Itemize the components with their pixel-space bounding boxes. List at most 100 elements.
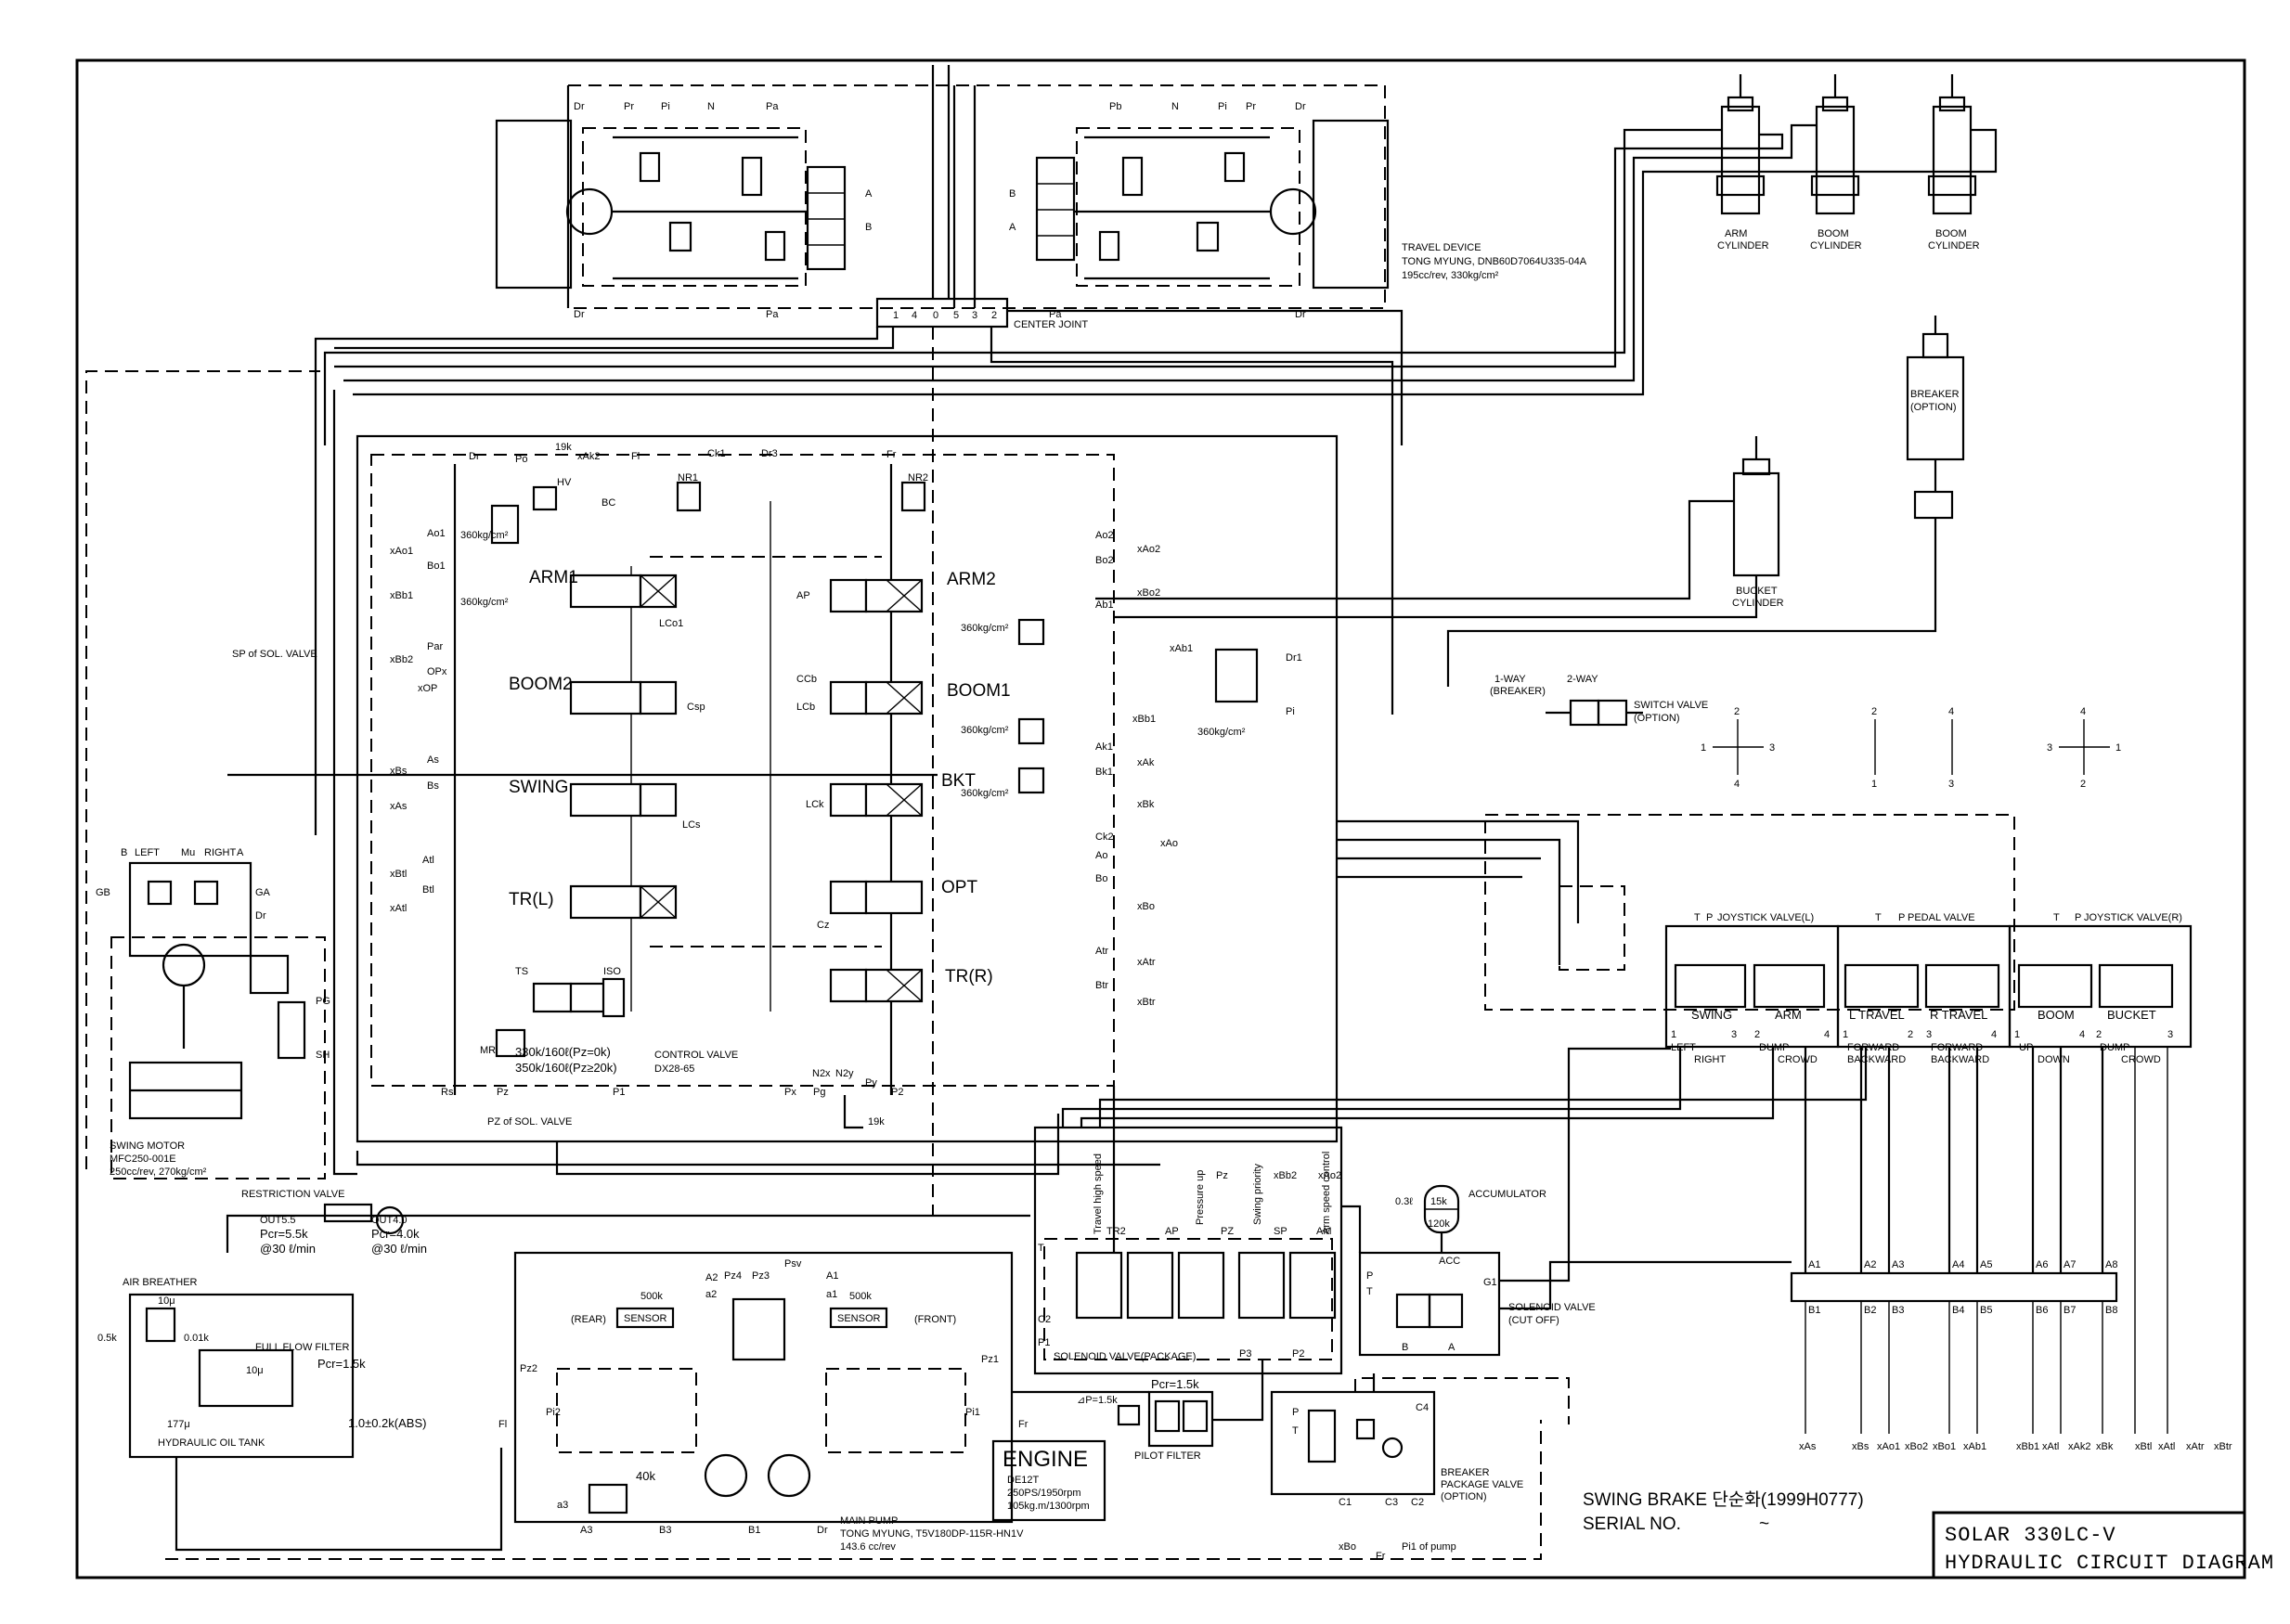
main-pump-labels-5-label: SENSOR bbox=[837, 1313, 881, 1324]
main-pump-labels-1-label: (FRONT) bbox=[914, 1314, 956, 1325]
solenoid-package-ports-9-label: C2 bbox=[1038, 1314, 1051, 1325]
shuttle-block-bottom-6-label: B7 bbox=[2064, 1305, 2076, 1316]
shuttle-block-top-7-label: A8 bbox=[2105, 1259, 2117, 1270]
sp-of-sol-valve-label: SP of SOL. VALVE bbox=[232, 649, 317, 660]
breaker-package-bottom-2-label: Pi1 of pump bbox=[1402, 1541, 1456, 1553]
spool-arm2: ARM2 bbox=[829, 570, 996, 613]
pilot-valves-section-numbers-2-label: 2 bbox=[1754, 1029, 1760, 1040]
spool-swing-label: SWING bbox=[509, 778, 568, 797]
control-valve-internal-labels-24-label: N2x bbox=[812, 1068, 831, 1079]
swing-motor-spec: 250cc/rev, 270kg/cm² bbox=[110, 1166, 207, 1178]
control-valve-internal-labels-13-label: CCb bbox=[796, 674, 817, 685]
control-valve-port-labels-left-4-label: Par bbox=[427, 641, 443, 652]
control-valve-relief-settings-1-label: 360kg/cm² bbox=[460, 597, 509, 608]
bottom-piping bbox=[165, 1047, 1868, 1560]
restriction-valve-out-left-0-label: OUT5.5 bbox=[260, 1215, 296, 1226]
control-valve-port-labels-left-10-label: Bs bbox=[427, 780, 439, 792]
switch-valve-breaker-label: (BREAKER) bbox=[1490, 686, 1546, 697]
center-joint: 1 4 0 5 3 2 CENTER JOINT bbox=[875, 65, 1088, 330]
control-valve-port-labels-right-16-label: Atr bbox=[1095, 946, 1108, 957]
solenoid-package-ports-12-label: P2 bbox=[1292, 1348, 1304, 1360]
accumulator: 0.3ℓ 15k 120k ACCUMULATOR bbox=[1395, 1184, 1546, 1253]
swing-motor: B LEFT Mu RIGHT A GB GA Dr PG SH SWING M… bbox=[96, 847, 330, 1179]
control-valve-internal-labels-18-label: Cz bbox=[817, 920, 829, 931]
tank-pcr-label: Pcr=1.5k bbox=[317, 1357, 366, 1371]
pilot-valves-section-numbers-8-label: 1 bbox=[2014, 1029, 2020, 1040]
pilot-filter-pcr-label: Pcr=1.5k bbox=[1151, 1377, 1199, 1391]
boom-cylinder-1: BOOM CYLINDER bbox=[1810, 74, 1862, 251]
joystick-r-section bbox=[2017, 963, 2174, 1009]
joystick-r-label: JOYSTICK VALVE(R) bbox=[2084, 912, 2182, 923]
shuttle-block-outputs-2-label: xAo1 bbox=[1877, 1441, 1900, 1452]
spool-bkt: BKT bbox=[829, 771, 976, 818]
joystick-patterns-3-left-label: 3 bbox=[2047, 742, 2052, 754]
swing-motor-labels-1-label: LEFT bbox=[135, 847, 160, 858]
cylinders-boom1-1-label: CYLINDER bbox=[1810, 240, 1862, 251]
shuttle-block: A1 A2 A3 A4 A5 A6 A7 A8 B1 B2 B3 B4 B5 B… bbox=[1790, 1047, 2232, 1452]
main-pump-labels-20-label: a3 bbox=[557, 1500, 568, 1511]
control-valve-port-labels-left-13-label: xBtl bbox=[390, 869, 407, 880]
swing-motor-labels-6-label: GA bbox=[255, 887, 271, 898]
solenoid-package-ports-10-label: P1 bbox=[1038, 1337, 1050, 1348]
control-valve-port-labels-right-14-label: Bo bbox=[1095, 873, 1107, 884]
shuttle-outputs: xAs xBs xAo1 xBo2 xBo1 xAb1 xBb1 xAtl xA… bbox=[1799, 1047, 2232, 1452]
breaker-package-ports-4-label: C3 bbox=[1385, 1497, 1398, 1508]
swing-motor-labels-5-label: GB bbox=[96, 887, 110, 898]
spool-boom2-label: BOOM2 bbox=[509, 675, 573, 694]
center-joint-label: CENTER JOINT bbox=[1014, 319, 1088, 330]
control-valve-internal-labels-25-label: N2y bbox=[835, 1068, 854, 1079]
restriction-valve-out-right-1-label: Pcr=4.0k bbox=[371, 1227, 420, 1241]
solenoid-package-ports-11-label: P3 bbox=[1239, 1348, 1251, 1360]
control-valve-port-labels-right-11-label: Ck2 bbox=[1095, 831, 1114, 843]
breaker-package-option: (OPTION) bbox=[1441, 1491, 1487, 1502]
control-valve-internal-labels-23-label: Pg bbox=[813, 1087, 825, 1098]
solenoid-package-functions-2-label: Swing priority bbox=[1252, 1163, 1263, 1225]
shuttle-block-outputs-3-label: xBo2 bbox=[1905, 1441, 1928, 1452]
main-pump-spec: 143.6 cc/rev bbox=[840, 1541, 896, 1553]
main-pump-labels-24-label: Dr bbox=[817, 1525, 828, 1536]
control-valve-port-labels-right-15-label: xBo bbox=[1137, 901, 1155, 912]
control-valve-port-labels-right-17-label: xAtr bbox=[1137, 957, 1156, 968]
pilot-valves-t-p-3-label: P bbox=[1898, 912, 1905, 923]
breaker-package-bottom-1-label: Fr bbox=[1376, 1551, 1386, 1562]
center-joint-port-3: 3 bbox=[972, 310, 977, 321]
travel-right-port-pr: Pr bbox=[1246, 101, 1256, 112]
shuttle-block-top-3-label: A4 bbox=[1952, 1259, 1964, 1270]
shuttle-block-top-1-label: A2 bbox=[1864, 1259, 1876, 1270]
engine-torque: 105kg.m/1300rpm bbox=[1007, 1501, 1090, 1512]
cylinders-arm-0-label: ARM bbox=[1725, 228, 1747, 239]
travel-left-port-pa: Pa bbox=[766, 101, 779, 112]
boom-cylinder-2: BOOM CYLINDER bbox=[1927, 74, 1980, 251]
joystick-l-label: JOYSTICK VALVE(L) bbox=[1717, 912, 1814, 923]
solenoid-package-ports-5-label: xBb2 bbox=[1274, 1170, 1297, 1181]
spool-trr: TR(R) bbox=[829, 967, 993, 1003]
breaker-package-valve: P T C4 C1 C3 C2 BREAKER PACKAGE VALVE (O… bbox=[1270, 1390, 1523, 1562]
spool-trl: TR(L) bbox=[509, 884, 678, 920]
control-valve-port-labels-left-6-label: OPx bbox=[427, 666, 447, 677]
swing-motor-labels-9-label: SH bbox=[316, 1050, 330, 1061]
shuttle-block-outputs-4-label: xBo1 bbox=[1933, 1441, 1956, 1452]
pilot-valves-functions-6-label: FORWARD bbox=[1931, 1042, 1983, 1053]
pilot-valves-functions-3-label: CROWD bbox=[1778, 1054, 1818, 1065]
accumulator-pressures-0-label: 15k bbox=[1430, 1196, 1447, 1207]
pilot-valves-sections-1-label: ARM bbox=[1775, 1008, 1802, 1022]
travel-right-port-b: B bbox=[1009, 188, 1016, 200]
control-valve-internal-labels-21-label: MR bbox=[480, 1045, 496, 1056]
control-valve-internal-labels-4-label: Ck1 bbox=[707, 448, 726, 459]
tank-air-breather-label: AIR BREATHER bbox=[123, 1277, 198, 1288]
main-pump-labels-18-label: Fr bbox=[1018, 1419, 1029, 1430]
joystick-patterns-3-top-label: 4 bbox=[2080, 706, 2086, 717]
main-pump-maker: TONG MYUNG, T5V180DP-115R-HN1V bbox=[840, 1528, 1024, 1540]
shuttle-block-outputs-6-label: xBb1 bbox=[2016, 1441, 2039, 1452]
travel-left-port-pr: Pr bbox=[624, 101, 634, 112]
control-valve-relief-settings-0-label: 360kg/cm² bbox=[460, 530, 509, 541]
main-pump-labels-19-label: 40k bbox=[636, 1469, 655, 1483]
control-valve-relief-settings-4-label: 360kg/cm² bbox=[961, 788, 1009, 799]
shuttle-block-bottom-2-label: B3 bbox=[1892, 1305, 1904, 1316]
accumulator-pressures-1-label: 120k bbox=[1428, 1218, 1450, 1230]
title-block: SOLAR 330LC-V HYDRAULIC CIRCUIT DIAGRAM bbox=[1932, 1511, 2273, 1579]
pilot-valves-section-numbers-3-label: 4 bbox=[1824, 1029, 1830, 1040]
cut-off-valve: P T G1 B A ACC SOLENOID VALVE (CUT OFF) bbox=[1358, 1251, 1596, 1357]
control-valve-port-labels-left-14-label: Btl bbox=[422, 884, 434, 896]
